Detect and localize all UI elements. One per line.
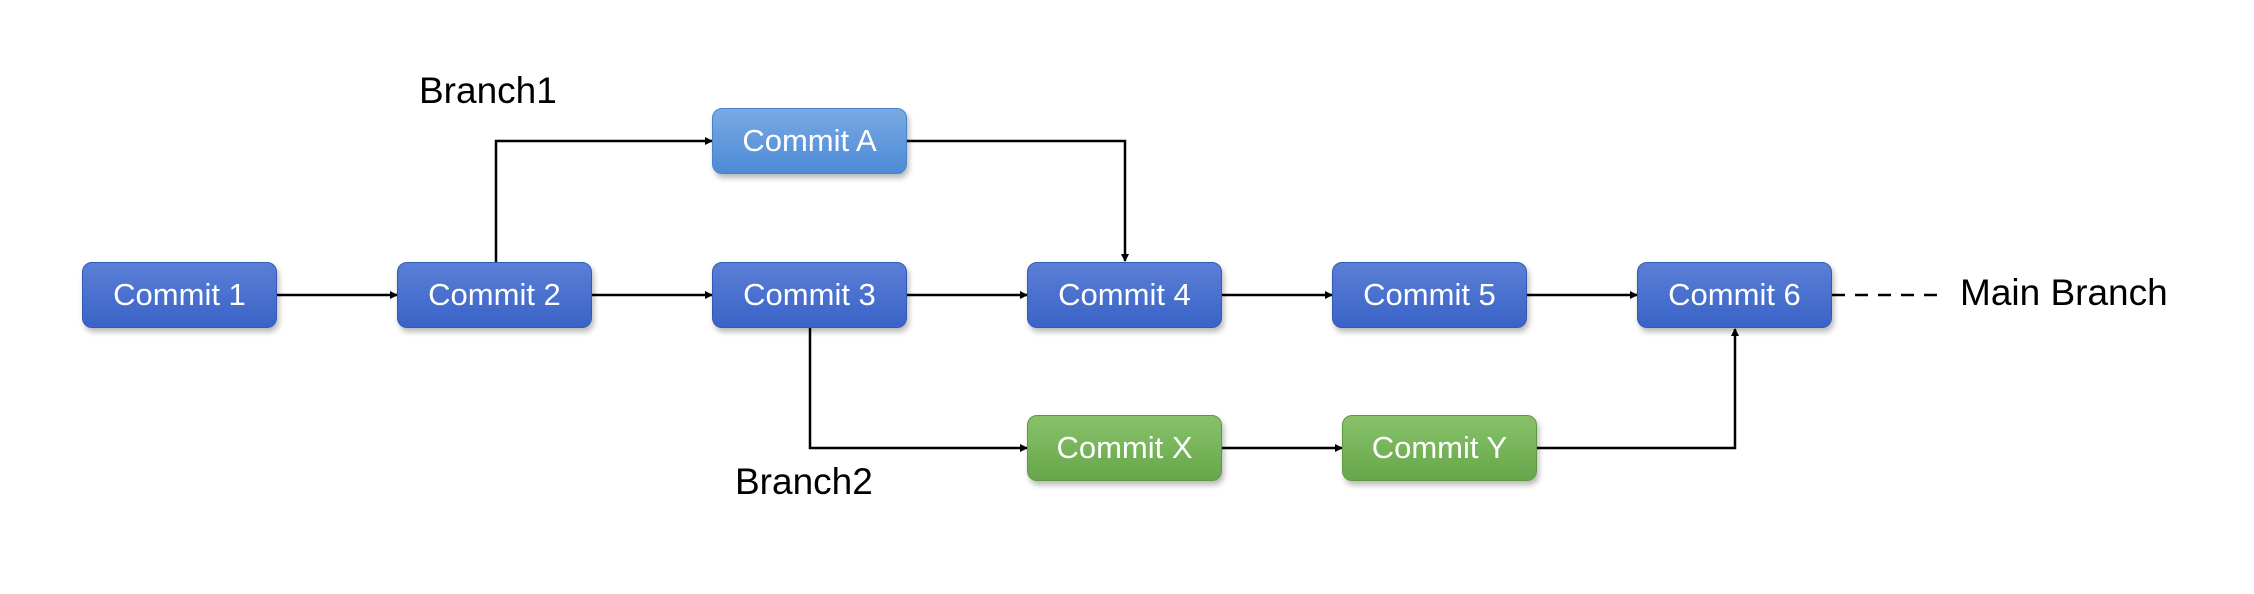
commit-2-label: Commit 2: [428, 277, 561, 312]
commit-5-label: Commit 5: [1363, 277, 1496, 312]
branch2-label: Branch2: [735, 461, 873, 502]
branch1-label: Branch1: [419, 70, 557, 111]
commit-3-node: Commit 3: [712, 262, 907, 328]
commit-3-label: Commit 3: [743, 277, 876, 312]
commit-1-node: Commit 1: [82, 262, 277, 328]
commit-a-label: Commit A: [742, 123, 877, 158]
commit-6-node: Commit 6: [1637, 262, 1832, 328]
edge-c3-cx: [808, 328, 1028, 452]
commit-6-label: Commit 6: [1668, 277, 1801, 312]
edge-cy-c6: [1537, 328, 1739, 450]
commit-5-node: Commit 5: [1332, 262, 1527, 328]
commit-2-node: Commit 2: [397, 262, 592, 328]
commit-y-node: Commit Y: [1342, 415, 1537, 481]
commit-y-label: Commit Y: [1371, 430, 1508, 465]
main-branch-label: Main Branch: [1960, 272, 2168, 313]
commit-1-label: Commit 1: [113, 277, 246, 312]
commit-a-node: Commit A: [712, 108, 907, 174]
commit-x-node: Commit X: [1027, 415, 1222, 481]
edge-c2-ca: [494, 137, 713, 262]
commit-4-label: Commit 4: [1058, 277, 1191, 312]
commit-x-label: Commit X: [1056, 430, 1193, 465]
edge-ca-c4: [907, 139, 1129, 262]
commit-4-node: Commit 4: [1027, 262, 1222, 328]
